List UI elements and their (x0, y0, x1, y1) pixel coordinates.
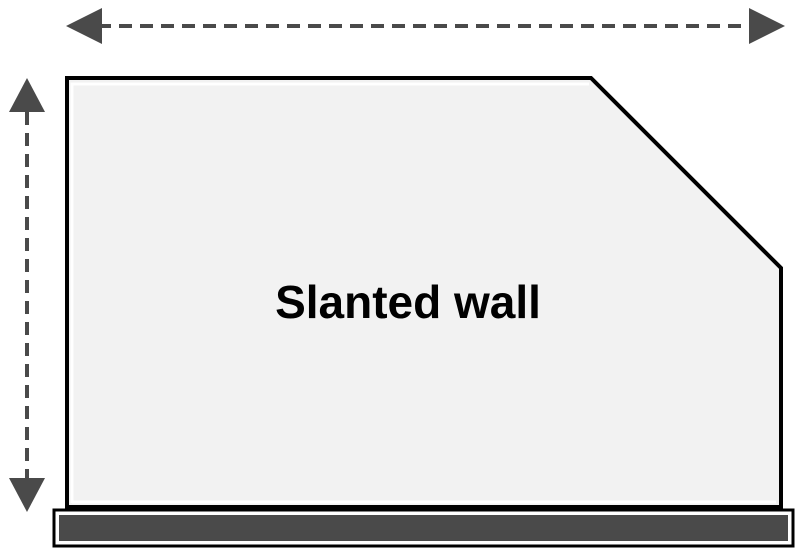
width-arrow-left-head (66, 8, 102, 44)
wall-inner-highlight (70, 82, 589, 503)
wall-outline (65, 76, 783, 509)
wall-label: Slanted wall (275, 276, 541, 328)
height-arrow-top-head (9, 78, 45, 112)
width-arrow-right-head (749, 8, 785, 44)
height-arrow-bottom-head (9, 478, 45, 512)
width-arrow (66, 8, 785, 44)
slanted-wall (65, 76, 783, 509)
floor-strip (52, 508, 795, 548)
floor-fill (59, 515, 788, 541)
height-arrow (9, 78, 45, 512)
